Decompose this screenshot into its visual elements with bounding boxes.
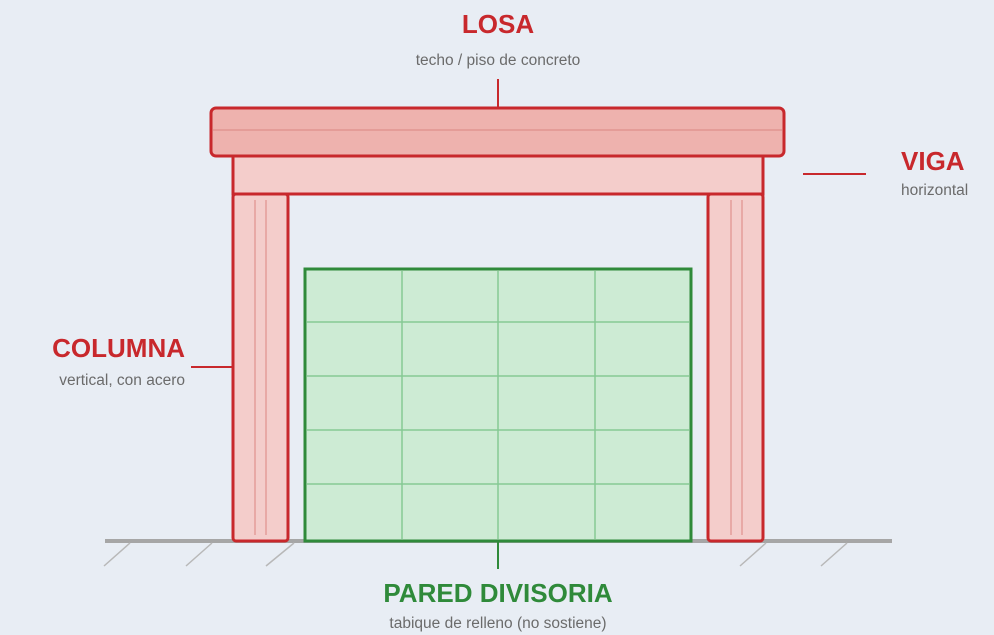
ground-hatch (103, 542, 848, 567)
viga-subtitle: horizontal (901, 182, 969, 199)
slab (209, 106, 786, 158)
beam (231, 153, 765, 196)
left-column (231, 192, 290, 543)
partition-wall (303, 267, 693, 543)
viga-title: VIGA (901, 146, 965, 176)
losa-subtitle: techo / piso de concreto (415, 52, 581, 69)
wall-block-joints (307, 271, 689, 539)
columna-title: COLUMNA (52, 333, 185, 363)
pared-title: PARED DIVISORIA (383, 578, 613, 608)
pared-subtitle: tabique de relleno (no sostiene) (389, 615, 607, 632)
columna-subtitle: vertical, con acero (59, 372, 185, 389)
losa-title: LOSA (461, 9, 535, 39)
right-column (706, 192, 765, 543)
